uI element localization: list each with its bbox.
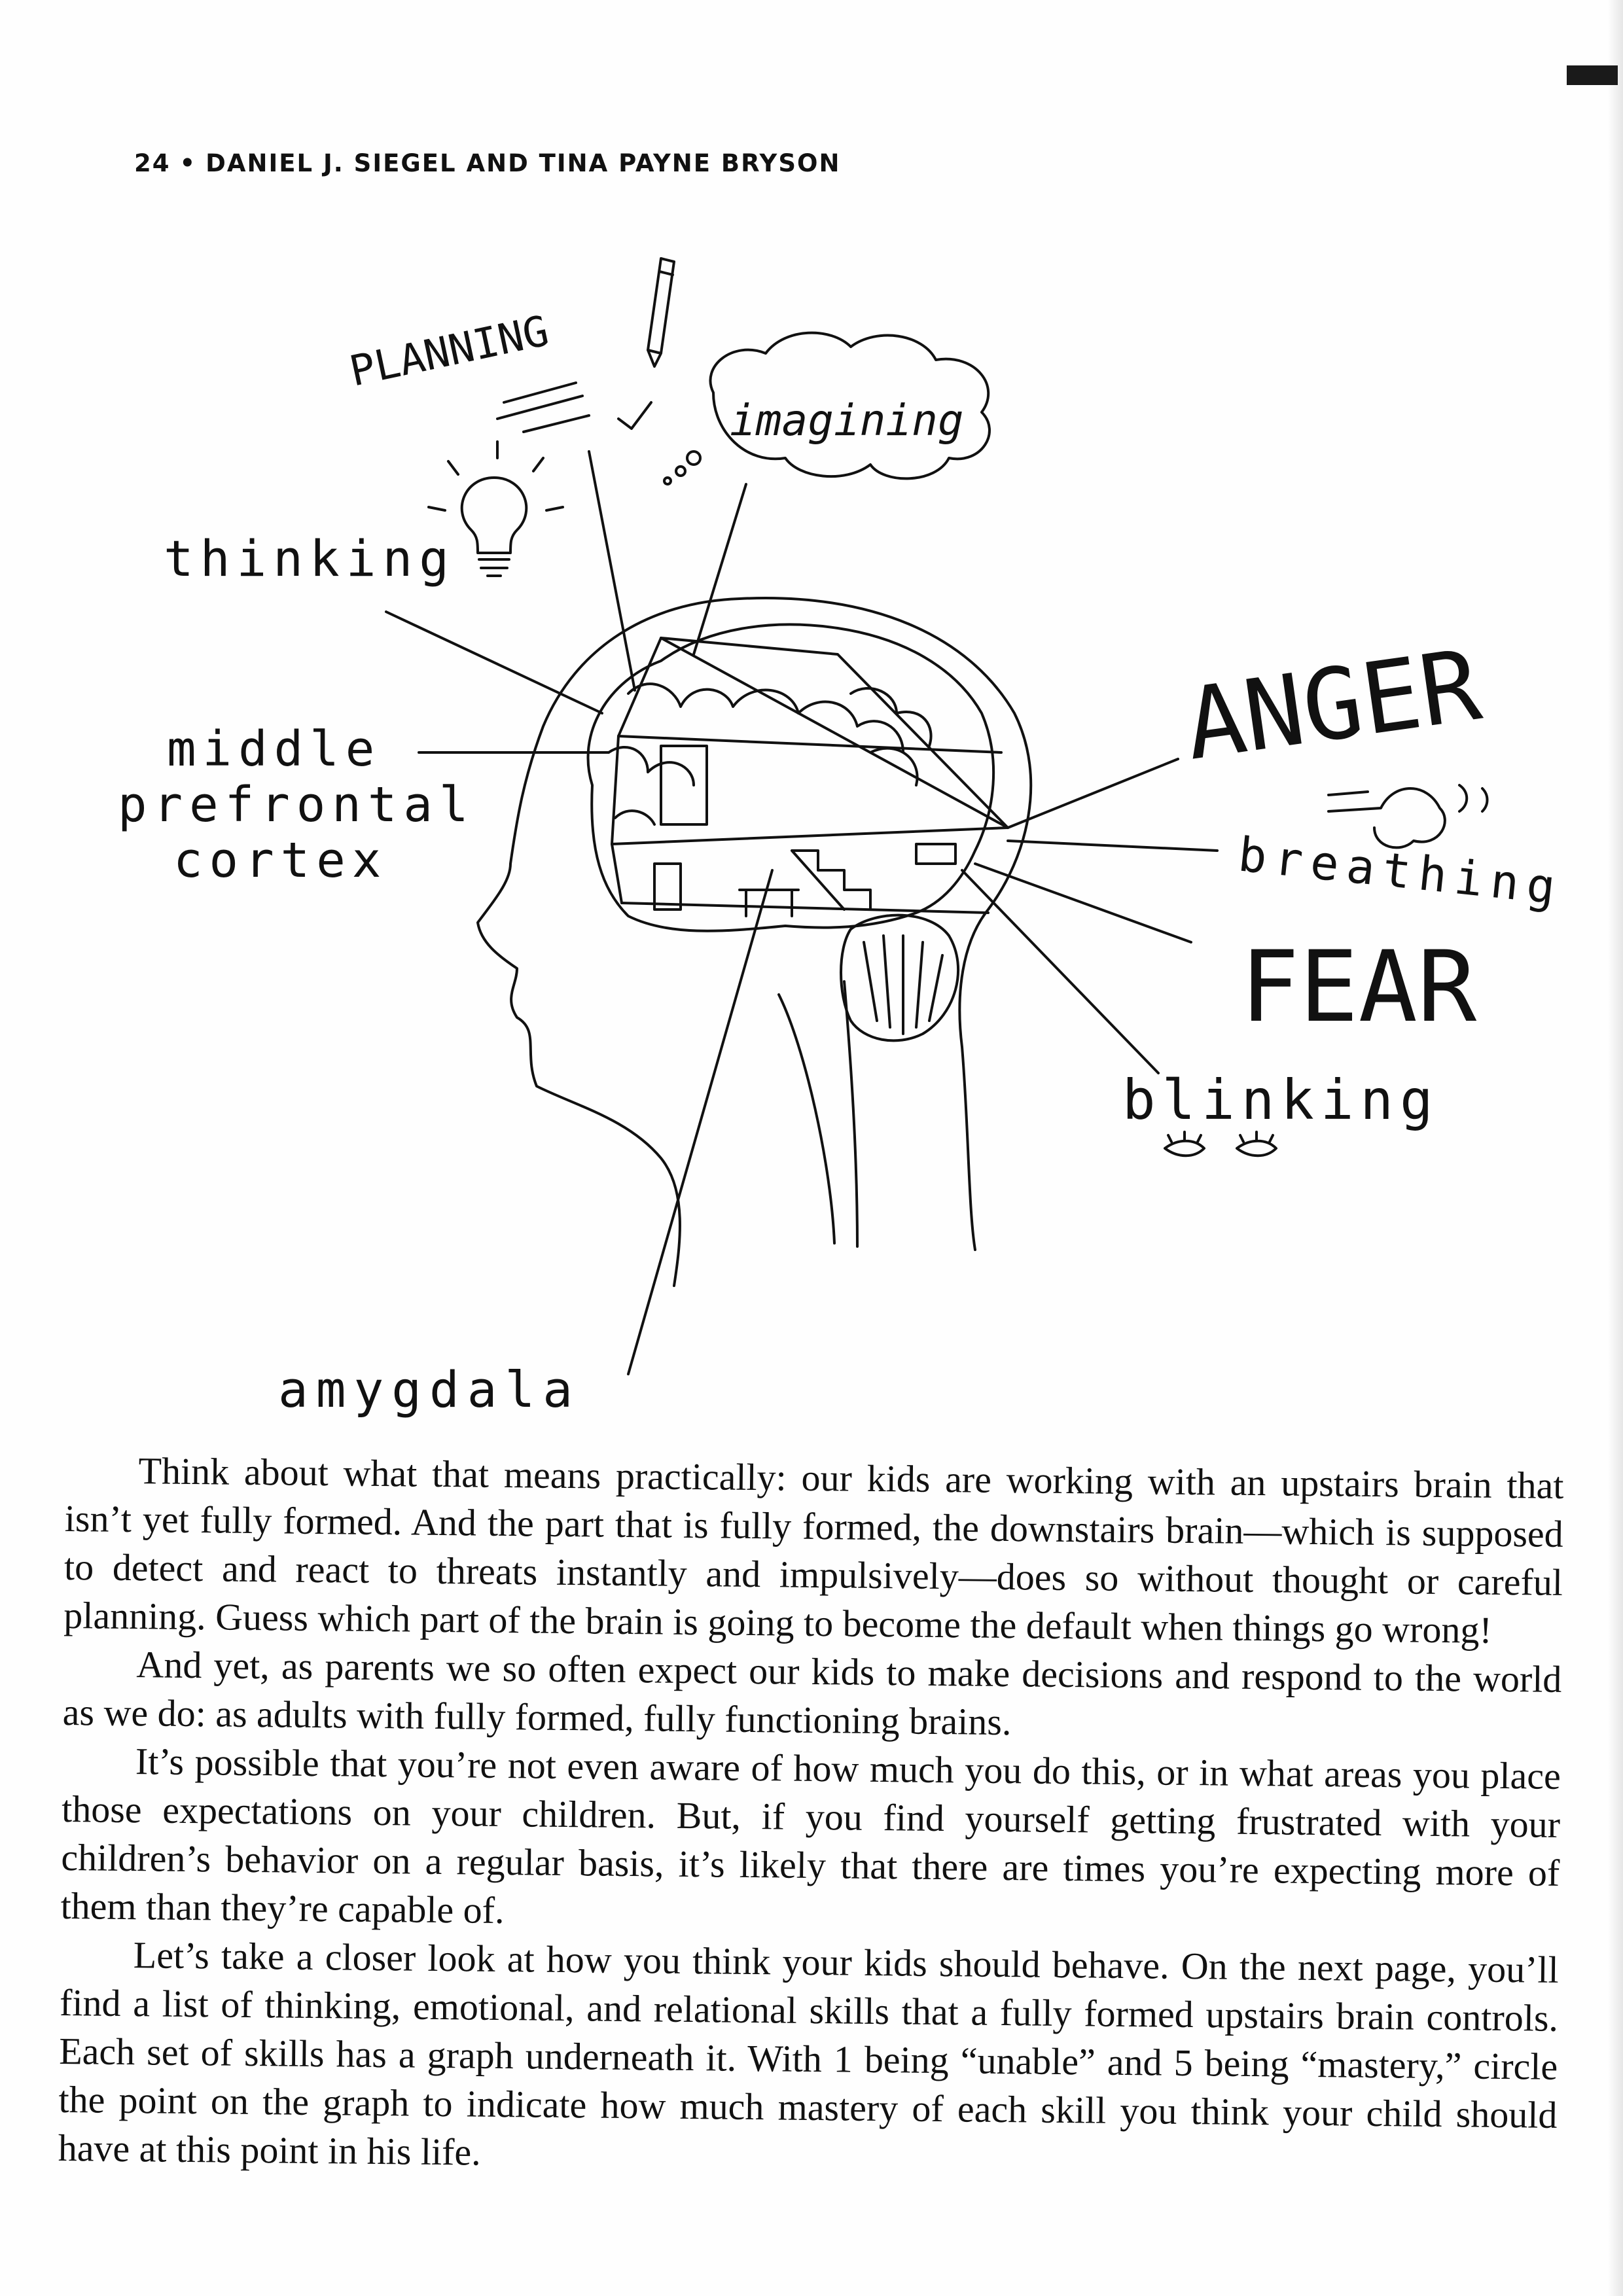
bubble-dot: [686, 450, 702, 466]
eye-left-icon: [1164, 1131, 1205, 1157]
leader-thinking: [385, 610, 603, 715]
neck-line-2: [777, 993, 836, 1245]
label-blinking: blinking: [1122, 1068, 1440, 1132]
paragraph-1: Think about what that means practically:…: [63, 1449, 1564, 1651]
house-roof: [617, 637, 1009, 829]
house-stairs: [791, 849, 872, 911]
brain-illustration: PLANNING imagining thinking middle prefr…: [118, 257, 1565, 1419]
table: [738, 889, 800, 917]
page-number: 24: [134, 149, 171, 177]
house-base: [620, 902, 990, 914]
house-lower-floor: [611, 826, 1009, 845]
thought-bubble: [709, 331, 991, 480]
label-planning: PLANNING: [346, 307, 553, 396]
author-names: DANIEL J. SIEGEL AND TINA PAYNE BRYSON: [205, 149, 841, 177]
scan-corner-mark: [1567, 65, 1618, 85]
label-breathing: breathing: [1236, 826, 1565, 915]
paragraph-4: Let’s take a closer look at how you thin…: [58, 1934, 1560, 2174]
label-prefrontal: prefrontal: [118, 777, 475, 833]
label-middle: middle: [167, 721, 381, 777]
label-fear: FEAR: [1240, 930, 1477, 1044]
leader-blinking: [961, 869, 1160, 1074]
leader-amygdala: [627, 869, 774, 1375]
label-anger: ANGER: [1179, 628, 1488, 782]
brain-folds: [607, 682, 933, 826]
cerebellum: [840, 913, 959, 1042]
breath-puff-icon: [1327, 787, 1446, 849]
house-upper-floor: [617, 735, 1003, 754]
lightbulb-icon: [460, 476, 528, 577]
pencil-icon: [647, 257, 675, 368]
house-left-wall: [611, 735, 623, 904]
leader-breathing: [1007, 839, 1219, 852]
cerebellum-ridges: [863, 934, 944, 1035]
house-attic-line: [660, 637, 1009, 829]
body-text: Think about what that means practically:…: [58, 1446, 1563, 2188]
paragraph-2: And yet, as parents we so often expect o…: [62, 1643, 1562, 1744]
breath-curls: [1458, 784, 1489, 813]
label-thinking: thinking: [164, 529, 455, 588]
header-separator: •: [179, 149, 197, 177]
label-amygdala: amygdala: [278, 1360, 580, 1419]
tv: [915, 843, 957, 865]
running-head: 24 • DANIEL J. SIEGEL AND TINA PAYNE BRYSO…: [134, 149, 840, 177]
eye-right-icon: [1236, 1131, 1277, 1157]
leader-anger: [1007, 758, 1179, 829]
leader-planning: [588, 450, 636, 692]
page-edge-shadow: [1607, 0, 1623, 2296]
leader-imagining: [692, 483, 747, 656]
head-profile: [476, 597, 1033, 1287]
bubble-dot: [663, 476, 672, 486]
bubble-dot: [675, 465, 687, 477]
fridge: [653, 862, 682, 911]
leader-fear: [974, 862, 1192, 944]
paragraph-3: It’s possible that you’re not even aware…: [60, 1740, 1561, 1932]
planning-strokes: [496, 381, 590, 433]
label-cortex: cortex: [173, 832, 387, 889]
lightbulb-rays: [427, 440, 564, 512]
label-imagining: imagining: [730, 395, 964, 446]
brain-outline: [586, 623, 995, 932]
checkmark-icon: [617, 401, 652, 430]
bookshelf: [660, 745, 708, 826]
